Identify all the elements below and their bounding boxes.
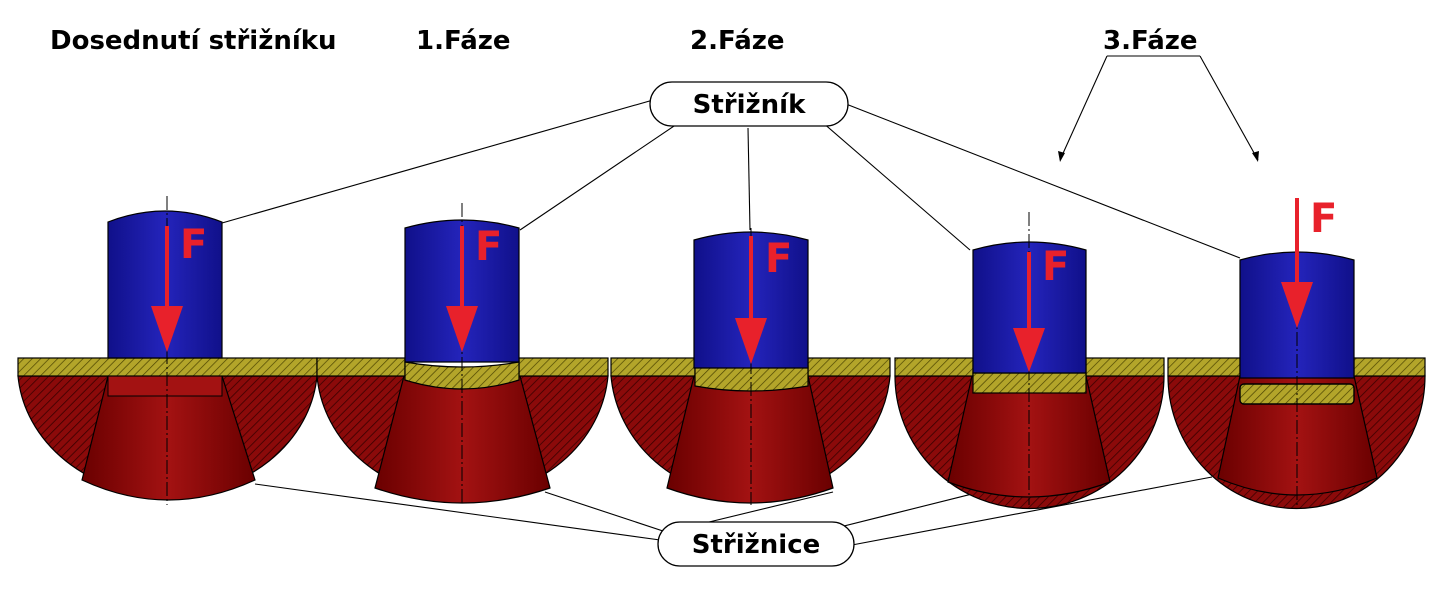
stage-phase3a: F bbox=[894, 212, 1165, 510]
punch-callout-label: Střižník bbox=[693, 90, 806, 120]
die-callout-box bbox=[657, 521, 855, 567]
force-arrow-head bbox=[1281, 282, 1313, 328]
force-arrow-head bbox=[1013, 328, 1045, 372]
die-opening bbox=[374, 375, 551, 504]
sheet-metal-right bbox=[807, 357, 891, 377]
phase3-arrowheads bbox=[1058, 151, 1259, 162]
punch-leader-lines bbox=[221, 97, 1241, 259]
sheet-metal-left bbox=[316, 357, 406, 377]
die-callout: Střižnice bbox=[657, 521, 855, 567]
die-opening bbox=[1217, 375, 1378, 496]
phase3-leader-lines bbox=[1059, 55, 1259, 161]
sheet-metal-left bbox=[610, 357, 696, 377]
die-opening bbox=[81, 375, 256, 501]
die-opening bbox=[666, 375, 834, 504]
title-phase1: 1.Fáze bbox=[416, 26, 511, 56]
title-phase3: 3.Fáze bbox=[1103, 26, 1198, 56]
force-label: F bbox=[180, 222, 207, 268]
stage-seating: F bbox=[17, 196, 318, 505]
die-callout-label: Střižnice bbox=[692, 530, 821, 560]
stage-phase1: F bbox=[316, 203, 609, 505]
title-seating: Dosednutí střižníku bbox=[50, 26, 337, 56]
stage-phase2: F bbox=[610, 228, 891, 505]
sheet-metal-left bbox=[894, 357, 974, 377]
punch-callout: Střižník bbox=[649, 81, 849, 127]
force-label: F bbox=[1310, 196, 1337, 242]
force-arrow-head bbox=[446, 306, 478, 352]
sheet-metal-right bbox=[1085, 357, 1165, 377]
sheet-metal-right bbox=[1353, 357, 1426, 377]
force-label: F bbox=[475, 224, 502, 270]
force-label: F bbox=[765, 236, 792, 282]
force-label: F bbox=[1042, 244, 1069, 290]
punch-callout-box bbox=[649, 81, 849, 127]
stage-phase3b: F bbox=[1167, 196, 1426, 510]
sheet-metal-right bbox=[518, 357, 609, 377]
sheet-metal-left bbox=[1167, 357, 1241, 377]
force-arrow-head bbox=[151, 306, 183, 352]
title-phase2: 2.Fáze bbox=[690, 26, 785, 56]
force-arrow-head bbox=[735, 318, 767, 364]
die-top-band bbox=[107, 375, 223, 397]
